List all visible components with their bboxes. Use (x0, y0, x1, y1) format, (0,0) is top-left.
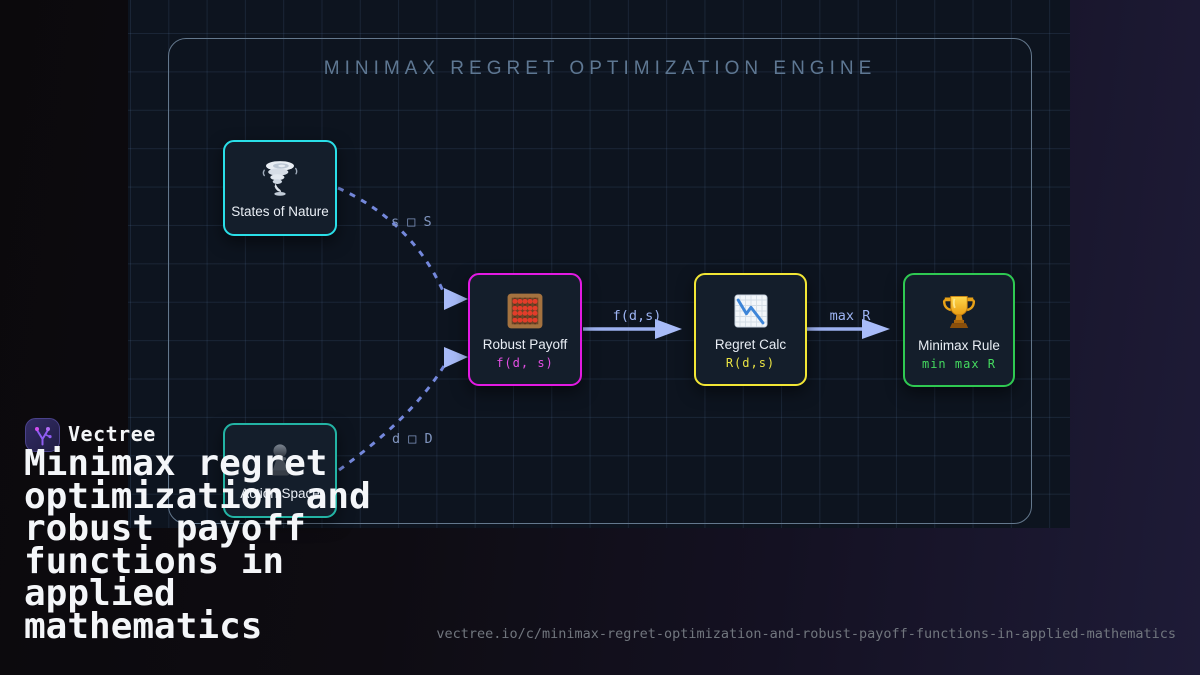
edge-action-to-payoff (338, 365, 446, 472)
node-action-space: Action Space (223, 423, 337, 518)
diagram-stage: MINIMAX REGRET OPTIMIZATION ENGINE s □ S… (128, 0, 1070, 528)
arrowhead-icon (655, 319, 682, 339)
engine-panel: MINIMAX REGRET OPTIMIZATION ENGINE (168, 38, 1032, 524)
tornado-icon (259, 158, 301, 200)
footer-url: vectree.io/c/minimax-regret-optimization… (436, 626, 1176, 642)
chart-decreasing-icon (729, 289, 773, 333)
abacus-icon (503, 289, 547, 333)
node-sublabel: R(d,s) (725, 356, 776, 370)
edge-label-max-R: max R (829, 308, 871, 324)
arrowhead-icon (444, 347, 468, 368)
node-label: Minimax Rule (918, 337, 1000, 353)
node-regret-calc: Regret Calc R(d,s) (694, 273, 807, 386)
edges-layer (337, 186, 890, 472)
node-label: Robust Payoff (482, 337, 568, 352)
trophy-icon (937, 290, 981, 334)
edge-states-to-payoff (337, 186, 445, 292)
node-label: Action Space (240, 486, 320, 501)
vectree-branch-icon (25, 418, 60, 452)
chess-pawn-icon (259, 440, 301, 482)
edge-label-s-in-S: s □ S (391, 214, 432, 230)
node-sublabel: min max R (921, 356, 997, 371)
edge-label-fds: f(d,s) (612, 308, 662, 324)
node-sublabel: f(d, s) (496, 356, 554, 370)
node-states-of-nature: States of Nature (223, 140, 337, 236)
arrowhead-icon (444, 288, 468, 310)
node-minimax-rule: Minimax Rule min max R (903, 273, 1015, 387)
panel-title: MINIMAX REGRET OPTIMIZATION ENGINE (323, 58, 877, 79)
node-label: States of Nature (231, 203, 329, 219)
node-label: Regret Calc (714, 337, 787, 352)
arrowhead-icon (862, 319, 890, 339)
page-title: Minimax regret optimization and robust p… (24, 443, 371, 647)
brand-name: Vectree (68, 422, 156, 446)
edge-label-d-in-D: d □ D (392, 431, 433, 447)
node-robust-payoff: Robust Payoff f(d, s) (468, 273, 582, 386)
